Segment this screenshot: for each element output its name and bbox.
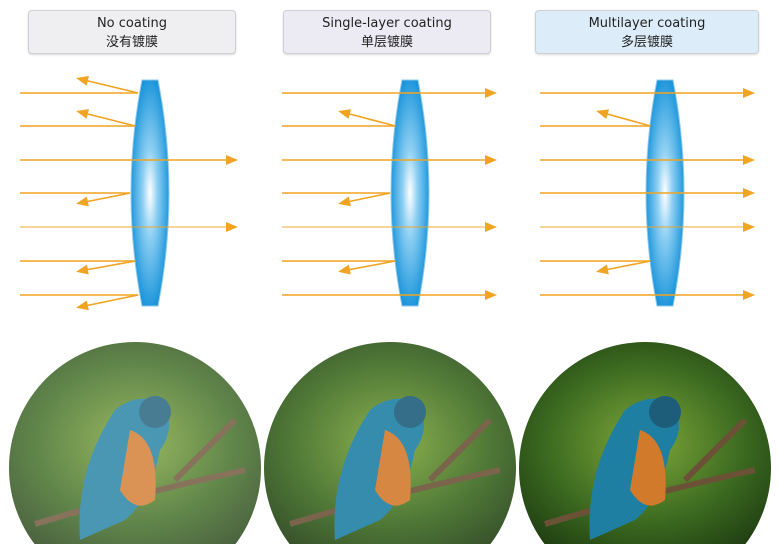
label-single-layer: Single-layer coating 单层镀膜	[283, 10, 491, 54]
bird-breast	[120, 430, 156, 506]
lens	[130, 79, 170, 307]
panel-0	[20, 76, 238, 311]
arrowhead	[76, 264, 89, 275]
label-zh: 多层镀膜	[620, 35, 673, 50]
reflected-ray	[79, 111, 136, 127]
reflected-ray	[79, 294, 139, 308]
arrowhead	[743, 155, 755, 165]
arrowhead	[485, 222, 497, 232]
arrowhead	[485, 290, 497, 300]
photo-kingfisher-2	[519, 342, 771, 544]
photo-kingfisher-0	[8, 342, 261, 544]
arrowhead	[76, 196, 89, 207]
panel-1	[282, 79, 497, 307]
label-zh: 没有镀膜	[105, 35, 158, 50]
label-en: No coating	[96, 16, 168, 31]
photo-kingfisher-1	[264, 342, 516, 544]
bird-head	[139, 396, 171, 428]
reflected-ray	[79, 260, 136, 272]
reflected-ray	[599, 260, 651, 272]
reflected-ray	[341, 260, 396, 272]
arrowhead	[596, 109, 610, 119]
reflected-ray	[79, 78, 139, 94]
arrowhead	[596, 264, 609, 275]
panel-2	[540, 79, 755, 307]
arrowhead	[76, 300, 89, 311]
reflected-ray	[341, 111, 396, 127]
arrowhead	[485, 155, 497, 165]
arrowhead	[338, 109, 352, 119]
bird-head	[649, 396, 681, 428]
arrowhead	[338, 196, 351, 207]
lens	[390, 79, 430, 307]
reflected-ray	[79, 192, 131, 204]
arrowhead	[743, 290, 755, 300]
bird-head	[394, 396, 426, 428]
label-multilayer: Multilayer coating 多层镀膜	[535, 10, 759, 54]
bird-breast	[630, 430, 666, 506]
arrowhead	[226, 222, 238, 232]
arrowhead	[76, 109, 89, 119]
arrowhead	[226, 155, 238, 165]
arrowhead	[743, 188, 755, 198]
glare-overlay	[8, 342, 261, 544]
reflected-ray	[599, 111, 651, 127]
bird-breast	[375, 430, 411, 506]
reflected-ray	[341, 192, 391, 204]
arrowhead	[76, 76, 89, 86]
arrowhead	[338, 264, 351, 275]
label-no-coating: No coating 没有镀膜	[28, 10, 236, 54]
label-en: Single-layer coating	[322, 16, 452, 31]
arrowhead	[743, 88, 755, 98]
arrowhead	[485, 88, 497, 98]
glare-overlay	[264, 342, 516, 544]
arrowhead	[743, 222, 755, 232]
label-en: Multilayer coating	[588, 16, 706, 31]
label-zh: 单层镀膜	[360, 35, 413, 50]
